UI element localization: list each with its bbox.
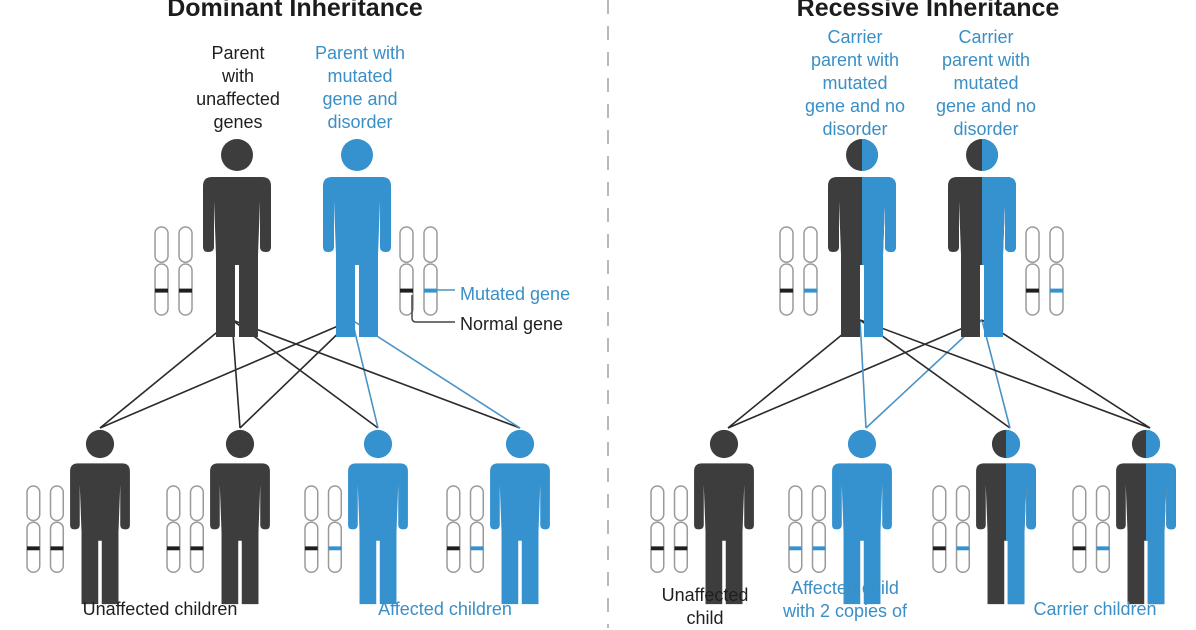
dominant-child-figure-2: [210, 429, 270, 605]
dominant-child-chromosomes-3: [304, 485, 343, 573]
recessive-line-parent1-child-4: [859, 319, 1151, 429]
recessive-line-parent1-child-3: [859, 319, 1011, 429]
carrier-parent-2-chromosomes: [1025, 226, 1064, 316]
recessive-line-parent1-child-1: [727, 319, 861, 429]
recessive-line-parent2-child-2: [865, 319, 983, 429]
recessive-child-figure-3: [976, 429, 1036, 605]
carrier-parent-2-label: Carrier parent with mutated gene and no …: [935, 27, 1037, 139]
dominant-child-chromosomes-1: [26, 485, 65, 573]
recessive-child-figure-4: [1116, 429, 1176, 605]
dominant-child-figure-4: [490, 429, 550, 605]
dominant-line-unaffected-parent-child-4: [231, 319, 521, 429]
recessive-child-chromosomes-1: [650, 485, 689, 573]
recessive-line-parent2-child-1: [727, 319, 983, 429]
parent-affected-chromosomes: [399, 226, 438, 316]
dominant-line-unaffected-parent-child-1: [99, 319, 233, 429]
recessive-child-chromosomes-2: [788, 485, 827, 573]
dominant-child-figure-3: [348, 429, 408, 605]
recessive-child-chromosomes-4: [1072, 485, 1111, 573]
dominant-inheritance-title: Dominant Inheritance: [167, 0, 423, 22]
parent-unaffected-figure: [203, 139, 271, 337]
dominant-line-affected-parent-child-1: [99, 319, 353, 429]
dominant-line-unaffected-parent-child-3: [231, 319, 379, 429]
recessive-line-parent2-child-3: [981, 319, 1011, 429]
carrier-parent-1-chromosomes: [779, 226, 818, 316]
recessive-inheritance-title: Recessive Inheritance: [796, 0, 1060, 22]
dominant-line-affected-parent-child-2: [239, 319, 353, 429]
parent-affected-label: Parent with mutated gene and disorder: [314, 43, 406, 132]
normal-gene-leader-line: [411, 295, 455, 323]
normal-gene-label: Normal gene: [460, 314, 564, 334]
recessive-line-parent1-child-2: [859, 319, 867, 429]
parent-unaffected-chromosomes: [154, 226, 193, 316]
carrier-parent-2-figure: [948, 139, 1016, 337]
mutated-gene-label: Mutated gene: [460, 284, 571, 304]
unaffected-children-label: Unaffected children: [82, 599, 238, 619]
dominant-child-chromosomes-4: [446, 485, 485, 573]
parent-unaffected-label: Parent with unaffected genes: [196, 43, 280, 132]
dominant-line-affected-parent-child-4: [351, 319, 521, 429]
dominant-line-affected-parent-child-3: [351, 319, 379, 429]
dominant-child-chromosomes-2: [166, 485, 205, 573]
recessive-line-parent2-child-4: [981, 319, 1151, 429]
parent-affected-figure: [323, 139, 391, 337]
carrier-parent-1-label: Carrier parent with mutated gene and no …: [804, 27, 906, 139]
affected-children-label: Affected children: [378, 599, 512, 619]
dominant-line-unaffected-parent-child-2: [231, 319, 241, 429]
recessive-child-chromosomes-3: [932, 485, 971, 573]
carrier-parent-1-figure: [828, 139, 896, 337]
unaffected-child-label: Unaffected child: [661, 585, 749, 628]
recessive-child-figure-1: [694, 429, 754, 605]
recessive-child-figure-2: [832, 429, 892, 605]
dominant-child-figure-1: [70, 429, 130, 605]
affected-child-label: Affected child with 2 copies of: [782, 578, 908, 621]
carrier-children-label: Carrier children: [1033, 599, 1157, 619]
